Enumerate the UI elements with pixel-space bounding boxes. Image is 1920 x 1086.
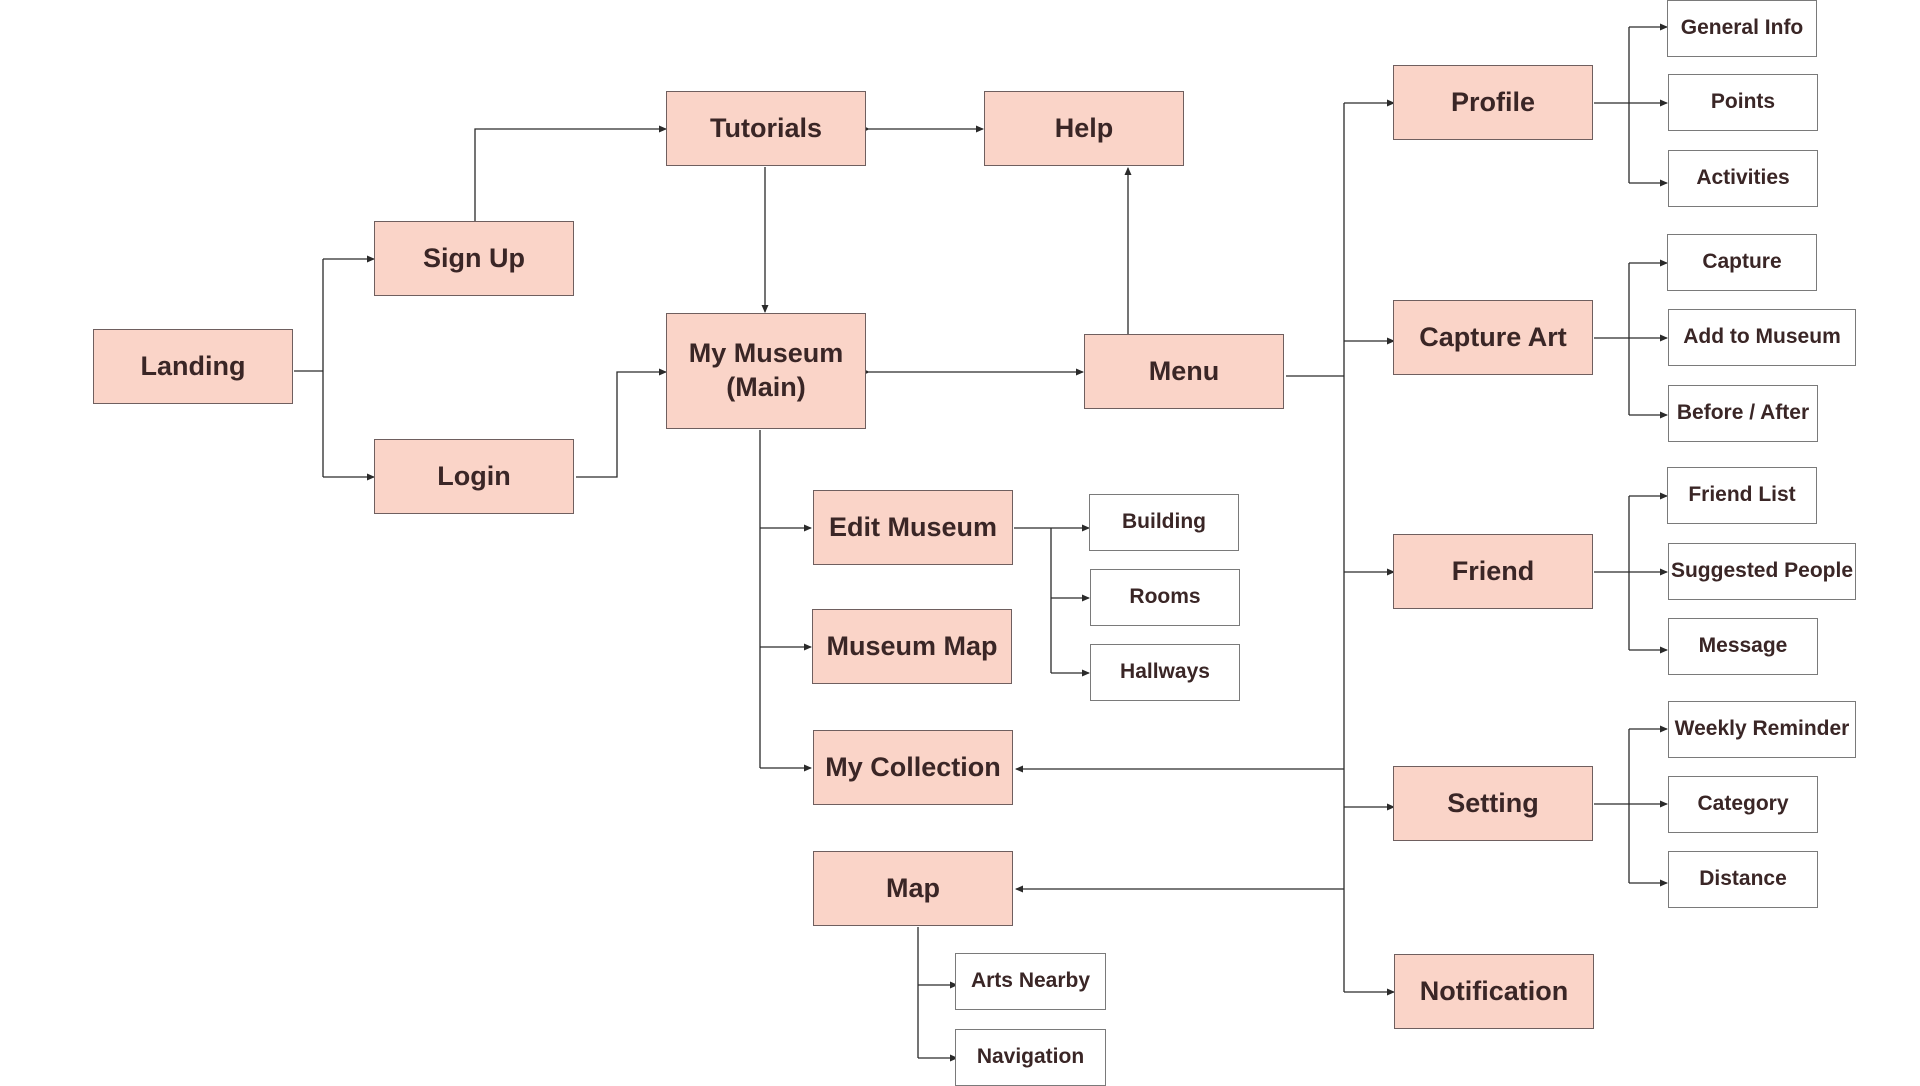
node-label: Weekly Reminder bbox=[1674, 717, 1850, 741]
node-capture-art: Capture Art bbox=[1393, 300, 1593, 375]
node-friend-list: Friend List bbox=[1667, 467, 1817, 524]
node-label: Edit Museum bbox=[828, 511, 997, 542]
node-label: Landing bbox=[140, 350, 246, 381]
node-distance: Distance bbox=[1668, 851, 1818, 908]
node-label: Navigation bbox=[976, 1045, 1085, 1069]
node-before-after: Before / After bbox=[1668, 385, 1818, 442]
node-label: Hallways bbox=[1120, 660, 1210, 684]
node-friend: Friend bbox=[1393, 534, 1593, 609]
node-add-to-museum: Add to Museum bbox=[1668, 309, 1856, 366]
node-label: Distance bbox=[1699, 867, 1787, 891]
node-label: Add to Museum bbox=[1683, 325, 1841, 349]
node-tutorials: Tutorials bbox=[666, 91, 866, 166]
node-label: Profile bbox=[1450, 86, 1536, 117]
node-label: Capture bbox=[1702, 250, 1782, 274]
node-label: Category bbox=[1697, 792, 1789, 816]
node-label: Notification bbox=[1419, 975, 1569, 1006]
node-label: Sign Up bbox=[423, 242, 525, 273]
node-label: Capture Art bbox=[1419, 321, 1567, 352]
node-hallways: Hallways bbox=[1090, 644, 1240, 701]
node-label: General Info bbox=[1680, 16, 1804, 40]
node-menu: Menu bbox=[1084, 334, 1284, 409]
node-sign-up: Sign Up bbox=[374, 221, 574, 296]
node-label: Museum Map bbox=[826, 630, 998, 661]
node-login: Login bbox=[374, 439, 574, 514]
node-label: Login bbox=[437, 460, 511, 491]
node-label: Setting bbox=[1447, 787, 1539, 818]
node-label-line1: My Museum bbox=[688, 338, 844, 369]
node-notification: Notification bbox=[1394, 954, 1594, 1029]
node-my-museum: My Museum (Main) bbox=[666, 313, 866, 429]
node-label: Rooms bbox=[1129, 585, 1201, 609]
node-activities: Activities bbox=[1668, 150, 1818, 207]
node-points: Points bbox=[1668, 74, 1818, 131]
node-label: Menu bbox=[1148, 355, 1220, 386]
node-label: Points bbox=[1710, 90, 1776, 114]
node-profile: Profile bbox=[1393, 65, 1593, 140]
node-edit-museum: Edit Museum bbox=[813, 490, 1013, 565]
edge-signup-tutorials bbox=[474, 125, 667, 222]
node-message: Message bbox=[1668, 618, 1818, 675]
node-general-info: General Info bbox=[1667, 0, 1817, 57]
node-label: Friend bbox=[1451, 555, 1535, 586]
node-label: Map bbox=[886, 872, 940, 903]
node-map: Map bbox=[813, 851, 1013, 926]
node-building: Building bbox=[1089, 494, 1239, 551]
node-label: My Collection bbox=[825, 751, 1001, 782]
node-label: Before / After bbox=[1676, 401, 1810, 425]
node-label: Building bbox=[1122, 510, 1206, 534]
node-label: Tutorials bbox=[709, 112, 822, 143]
node-navigation: Navigation bbox=[955, 1029, 1106, 1086]
node-label: Activities bbox=[1696, 166, 1790, 190]
node-help: Help bbox=[984, 91, 1184, 166]
node-my-collection: My Collection bbox=[813, 730, 1013, 805]
node-rooms: Rooms bbox=[1090, 569, 1240, 626]
node-label: Help bbox=[1054, 112, 1114, 143]
node-landing: Landing bbox=[93, 329, 293, 404]
edge-login-mymuseum bbox=[576, 368, 667, 478]
node-label: Message bbox=[1698, 634, 1788, 658]
node-label-line2: (Main) bbox=[726, 372, 806, 402]
node-label: Friend List bbox=[1688, 483, 1796, 507]
node-museum-map: Museum Map bbox=[812, 609, 1012, 684]
node-setting: Setting bbox=[1393, 766, 1593, 841]
node-capture: Capture bbox=[1667, 234, 1817, 291]
node-suggested-people: Suggested People bbox=[1668, 543, 1856, 600]
node-label: Suggested People bbox=[1670, 559, 1854, 583]
node-label: Arts Nearby bbox=[970, 969, 1091, 993]
node-arts-nearby: Arts Nearby bbox=[955, 953, 1106, 1010]
node-weekly-reminder: Weekly Reminder bbox=[1668, 701, 1856, 758]
node-category: Category bbox=[1668, 776, 1818, 833]
